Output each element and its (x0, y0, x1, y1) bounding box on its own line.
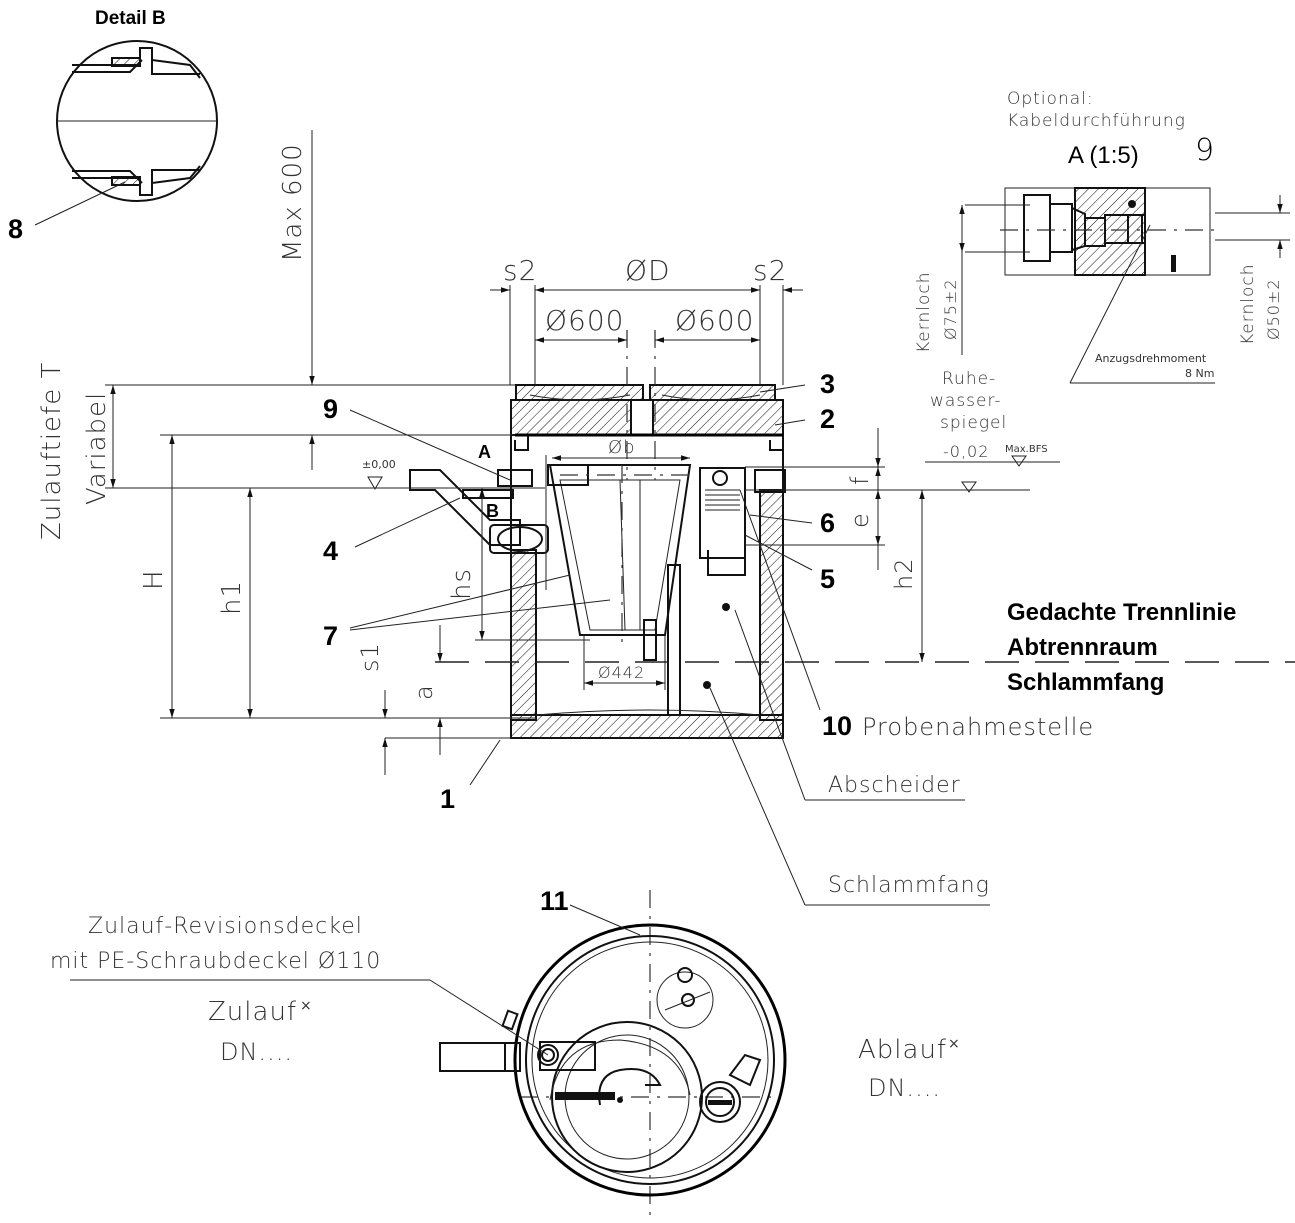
callout-2: 2 (820, 404, 835, 434)
cover-3-right (649, 384, 776, 401)
callouts: 3 2 9 4 7 6 5 10 Probenahmestelle 1 Absc… (323, 369, 1236, 906)
label-ablauf: Ablauf (858, 1035, 947, 1065)
label-ablauf-dn: DN.... (868, 1074, 941, 1102)
dim-H: H (139, 569, 169, 590)
torque-label: Anzugsdrehmoment (1095, 352, 1207, 365)
dim-phi-600-right: Ø600 (675, 304, 754, 337)
dim-max-600: Max 600 (278, 143, 308, 262)
label-abscheider: Abscheider (828, 773, 961, 798)
water-ruhe-2: wasser- (930, 391, 1002, 411)
label-revision-1: Zulauf-Revisionsdeckel (88, 914, 363, 939)
detail-a-marker: A (478, 442, 491, 462)
dim-f: f (846, 476, 874, 485)
callout-7: 7 (323, 621, 338, 651)
water-level: -0,02 (943, 442, 989, 461)
callout-8: 8 (8, 214, 23, 244)
detail-b: Detail B 8 (8, 8, 218, 244)
callout-10: 10 (822, 711, 852, 741)
callout-6: 6 (820, 508, 835, 538)
tank-wall-right (759, 489, 784, 721)
callout-9-main: 9 (323, 394, 338, 424)
dim-s2-left: s2 (503, 254, 537, 287)
sampling-rod (667, 564, 681, 716)
dimensions: s2 ØD s2 Ø600 Ø600 Max 600 Zulauftiefe T… (37, 130, 1060, 775)
dim-h2: h2 (890, 558, 918, 590)
callout-3: 3 (820, 369, 835, 399)
plan-view: 11 Zulauf-Revisionsdeckel mit PE-Schraub… (50, 886, 960, 1223)
detail-a-title: A (1:5) (1068, 142, 1139, 169)
dim-zulauftiefe: Zulauftiefe T (37, 362, 67, 540)
water-ruhe-1: Ruhe- (942, 369, 996, 389)
tank-wall-left (510, 549, 537, 721)
dim-hs: hs (447, 568, 477, 600)
dim-e: e (846, 512, 874, 528)
label-zulauf-dn: DN.... (220, 1038, 293, 1066)
label-zulauf: Zulauf (208, 997, 297, 1027)
dim-zero: ±0,00 (362, 458, 396, 471)
detail-a-optional-1: Optional: (1007, 89, 1094, 109)
label-schlammfang: Schlammfang (828, 873, 990, 898)
label-probenahme: Probenahmestelle (862, 713, 1094, 741)
detail-a-optional-2: Kabeldurchführung (1007, 111, 1186, 131)
detail-b-title: Detail B (95, 8, 166, 29)
kernloch-50: Ø50±2 (1264, 278, 1283, 340)
dim-s1: s1 (356, 642, 384, 672)
water-ruhe-3: spiegel (940, 413, 1007, 433)
dim-phi-D: ØD (625, 254, 671, 287)
dim-a: a (410, 684, 438, 700)
cone-ring-right (652, 399, 784, 436)
dim-s2-right: s2 (753, 254, 787, 287)
kernloch-label-left: Kernloch (914, 272, 934, 353)
callout-1: 1 (440, 784, 455, 814)
label-trennlinie-1: Gedachte Trennlinie (1007, 599, 1236, 626)
cone-ring-left (510, 399, 632, 436)
dim-phi-600-left: Ø600 (545, 304, 624, 337)
tank-floor (510, 714, 784, 739)
inlet-pipe (409, 469, 521, 546)
section-view: B A (409, 330, 1295, 739)
detail-a: Optional: Kabeldurchführung A (1:5) 9 Ke… (914, 89, 1290, 384)
outlet-assembly (699, 467, 746, 559)
label-trennlinie-3: Schlammfang (1007, 669, 1164, 696)
plan-outlet (699, 1081, 741, 1123)
dim-variabel: Variabel (82, 392, 112, 505)
water-max-bfs: Max.BFS (1005, 444, 1048, 455)
kernloch-label-right: Kernloch (1238, 264, 1258, 345)
plan-outer-ring (513, 923, 787, 1197)
callout-9-detail: 9 (1195, 133, 1214, 168)
label-revision-2: mit PE-Schraubdeckel Ø110 (50, 949, 381, 974)
detail-b-marker: B (486, 501, 499, 521)
dim-phi-442: Ø442 (598, 663, 645, 682)
cover-3-left (515, 384, 644, 401)
label-ablauf-x: × (948, 1036, 960, 1052)
dim-phi-b: Øb (608, 437, 636, 458)
callout-5: 5 (820, 564, 835, 594)
label-trennlinie-2: Abtrennraum (1007, 634, 1158, 661)
torque-value: 8 Nm (1185, 367, 1214, 380)
label-zulauf-x: × (300, 998, 312, 1014)
plan-inner-cone (551, 1021, 703, 1173)
dim-h1: h1 (217, 580, 247, 615)
kernloch-75: Ø75±2 (941, 278, 960, 340)
callout-11: 11 (540, 886, 569, 916)
plan-inlet-pipe (439, 1042, 521, 1072)
callout-4: 4 (323, 536, 338, 566)
